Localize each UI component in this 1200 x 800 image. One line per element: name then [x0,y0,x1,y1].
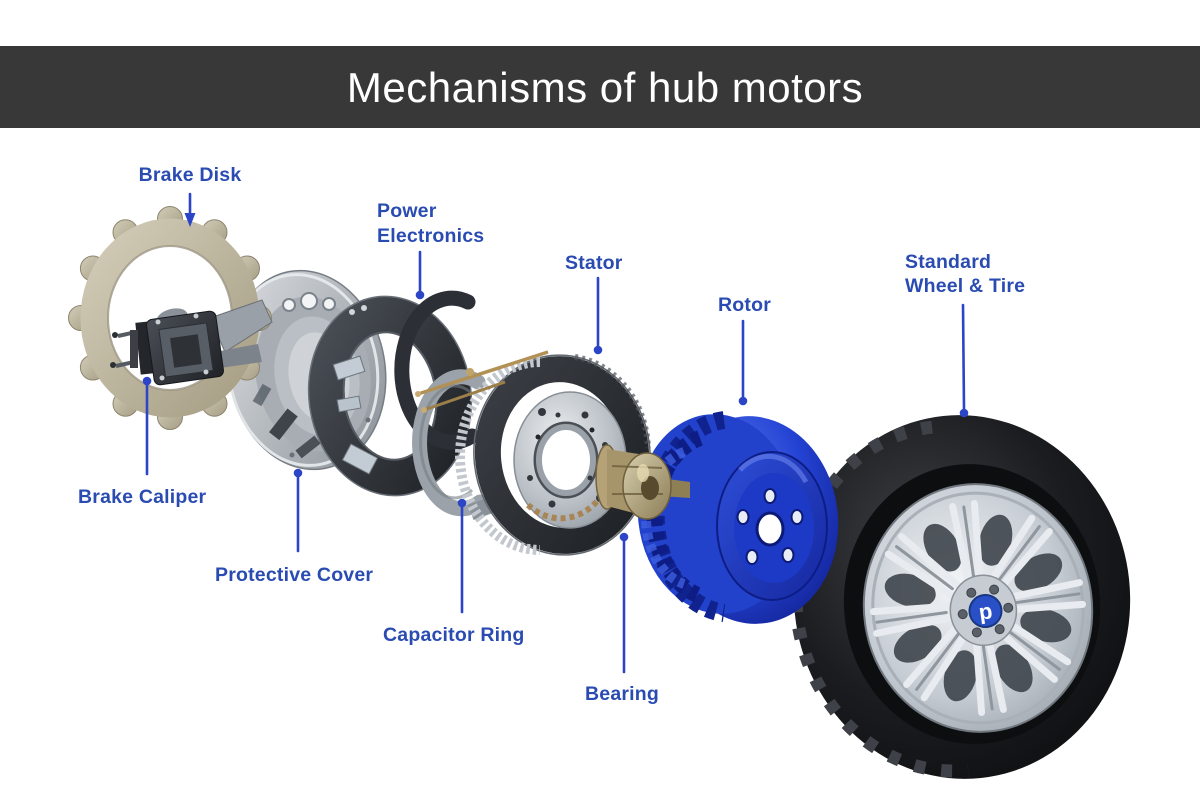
leader-dot-stator [593,345,603,355]
leader-line-standard-wheel [961,303,966,411]
title-bar: Mechanisms of hub motors [0,46,1200,128]
rim-spokes [869,499,1087,717]
label-power-electronics: Power Electronics [377,200,484,300]
label-brake-caliper: Brake Caliper [78,376,207,508]
brake-caliper-label: Brake Caliper [78,486,207,508]
brake-disk-label: Brake Disk [139,164,242,186]
leader-dot-brake-caliper [142,376,152,386]
wheel-tire-illustration: p [789,415,1131,779]
page-title: Mechanisms of hub motors [347,64,863,111]
power-electronics-label-line1: Power [377,200,437,222]
leader-dot-standard-wheel [959,408,969,418]
bearing-label: Bearing [585,683,659,705]
label-rotor: Rotor [718,294,771,406]
label-stator: Stator [565,252,623,355]
rotor-bolt-holes [736,488,804,565]
brake-caliper-illustration [110,299,273,386]
leader-dot-power-electronics [415,290,425,300]
capacitor-ring-label: Capacitor Ring [383,624,524,646]
label-brake-disk: Brake Disk [139,164,242,227]
label-standard-wheel-tire: Standard Wheel & Tire [905,251,1025,418]
axle-rods [415,350,549,413]
leader-dot-capacitor-ring [457,498,467,508]
power-electronics-label-line2: Electronics [377,225,484,247]
stator-label: Stator [565,252,623,274]
label-bearing: Bearing [585,532,659,705]
label-protective-cover: Protective Cover [215,468,373,586]
alloy-rim: p [862,483,1094,733]
standard-wheel-label-line1: Standard [905,251,991,273]
labels-layer: Brake Disk Power Electronics Stator Roto… [78,164,1025,705]
standard-wheel-label-line2: Wheel & Tire [905,275,1025,297]
leader-dot-bearing [619,532,629,542]
center-cap [968,593,1003,628]
rim-spoke-holes [884,514,1072,702]
wheel-logo: p [977,598,994,625]
tire-tread [789,420,969,778]
title-bar-background [0,46,1200,128]
leader-dot-protective-cover [293,468,303,478]
label-capacitor-ring: Capacitor Ring [383,498,524,646]
leader-dot-rotor [738,396,748,406]
brake-disk-illustration [68,206,272,430]
protective-cover-label: Protective Cover [215,564,373,586]
rotor-label: Rotor [718,294,771,316]
lug-nuts [957,584,1014,638]
leader-arrow-brake-disk [184,213,196,227]
bearing-illustration [595,444,690,520]
